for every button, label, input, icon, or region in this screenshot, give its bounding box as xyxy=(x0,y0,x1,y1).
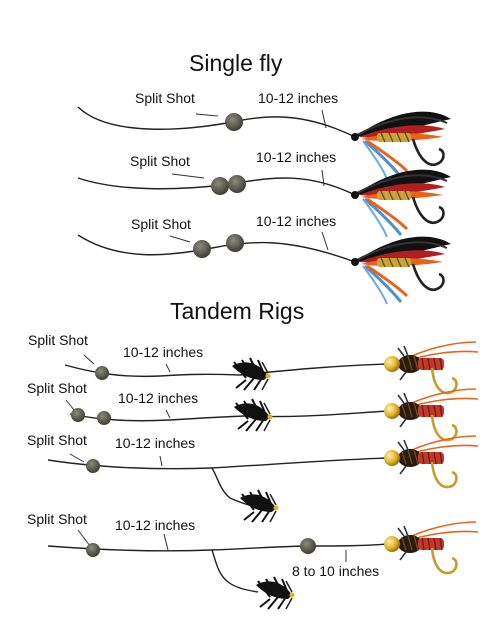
length-pointer xyxy=(321,109,327,129)
length-label: 10-12 inches xyxy=(256,149,337,165)
dropper-length-label: 8 to 10 inches xyxy=(292,563,380,579)
woolly-bugger-icon xyxy=(233,398,274,432)
split-shot-pointer xyxy=(77,529,91,547)
beadhead-nymph-icon xyxy=(382,434,480,489)
split-shot-pointer xyxy=(69,453,85,463)
length-pointer xyxy=(165,409,171,419)
split-shot-label: Split Shot xyxy=(130,153,190,169)
split-shot-icon xyxy=(225,113,243,131)
beadhead-nymph-icon xyxy=(382,340,480,395)
leader-line xyxy=(47,543,389,552)
woolly-bugger-icon xyxy=(239,489,280,523)
split-shot-icon xyxy=(95,366,109,380)
split-shot-pointer xyxy=(195,113,219,117)
title-single-fly: Single fly xyxy=(189,50,283,76)
split-shot-label: Split Shot xyxy=(28,332,88,348)
length-pointer xyxy=(165,363,171,373)
split-shot-label: Split Shot xyxy=(27,380,87,396)
split-shot-icon xyxy=(226,234,244,252)
length-label: 10-12 inches xyxy=(118,390,199,406)
length-pointer xyxy=(321,169,325,187)
length-label: 10-12 inches xyxy=(115,517,196,533)
split-shot-icon xyxy=(193,240,211,258)
length-label: 10-12 inches xyxy=(115,435,196,451)
woolly-bugger-icon xyxy=(255,576,296,610)
leader-line xyxy=(69,413,245,422)
length-label: 10-12 inches xyxy=(256,213,337,229)
split-shot-icon xyxy=(211,177,229,195)
leader-line xyxy=(77,106,356,138)
beadhead-nymph-icon xyxy=(382,387,480,442)
split-shot-label: Split Shot xyxy=(27,432,87,448)
split-shot-label: Split Shot xyxy=(27,511,87,527)
length-pointer xyxy=(159,455,163,467)
split-shot-icon xyxy=(86,459,100,473)
split-shot-icon xyxy=(228,175,246,193)
split-shot-icon xyxy=(71,408,85,422)
split-shot-label: Split Shot xyxy=(135,90,195,106)
split-shot-icon xyxy=(86,543,100,557)
split-shot-pointer xyxy=(83,354,95,365)
streamer-fly-icon xyxy=(349,110,453,181)
split-shot-icon xyxy=(97,411,111,425)
length-pointer xyxy=(163,533,169,551)
split-shot-pointer xyxy=(65,399,75,411)
length-label: 10-12 inches xyxy=(123,344,204,360)
dropper-line xyxy=(211,549,259,593)
streamer-fly-icon xyxy=(349,235,453,306)
split-shot-pointer xyxy=(169,235,191,243)
beadhead-nymph-icon xyxy=(382,520,480,575)
length-label: 10-12 inches xyxy=(258,90,339,106)
split-shot-icon xyxy=(300,538,316,554)
leader-line xyxy=(64,364,241,378)
title-tandem-rigs: Tandem Rigs xyxy=(170,298,305,324)
dropper-line xyxy=(211,467,253,507)
split-shot-pointer xyxy=(171,173,205,179)
streamer-fly-icon xyxy=(349,168,453,239)
leader-line xyxy=(77,234,356,263)
woolly-bugger-icon xyxy=(231,357,272,391)
length-pointer xyxy=(321,231,329,251)
split-shot-label: Split Shot xyxy=(131,216,191,232)
